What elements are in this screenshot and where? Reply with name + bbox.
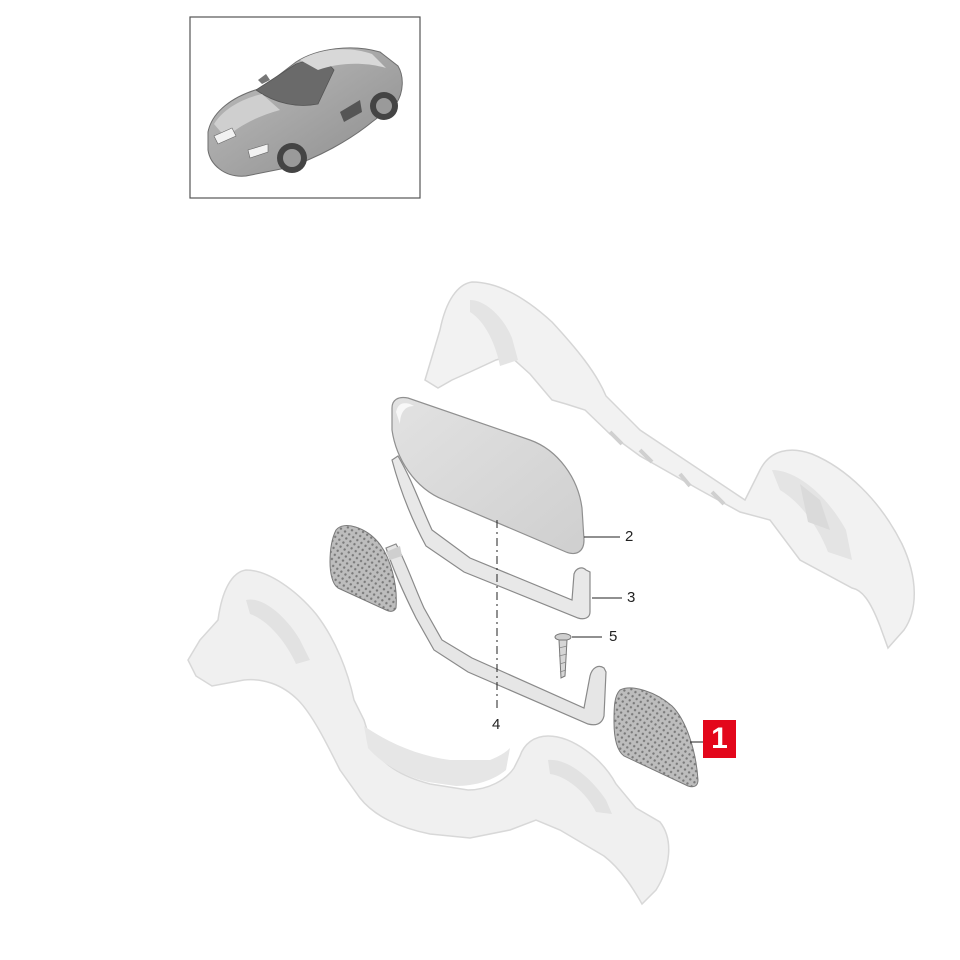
rear-trim-frame — [424, 281, 915, 650]
mesh-grille-right — [613, 687, 699, 788]
callout-3: 3 — [627, 589, 636, 606]
callout-4: 4 — [492, 716, 501, 733]
lower-frame — [385, 543, 607, 726]
callout-5: 5 — [609, 628, 618, 645]
wind-deflector-panel — [391, 396, 585, 555]
mesh-grille-left — [329, 525, 397, 612]
callout-2: 2 — [625, 528, 634, 545]
callout-1-highlighted: 1 — [703, 720, 736, 758]
vehicle-thumbnail — [189, 16, 421, 199]
car-illustration — [207, 47, 403, 177]
leader-lines — [496, 520, 703, 743]
screw — [554, 633, 572, 679]
frame-bracket — [391, 455, 591, 620]
lower-trim-panel — [187, 569, 670, 906]
